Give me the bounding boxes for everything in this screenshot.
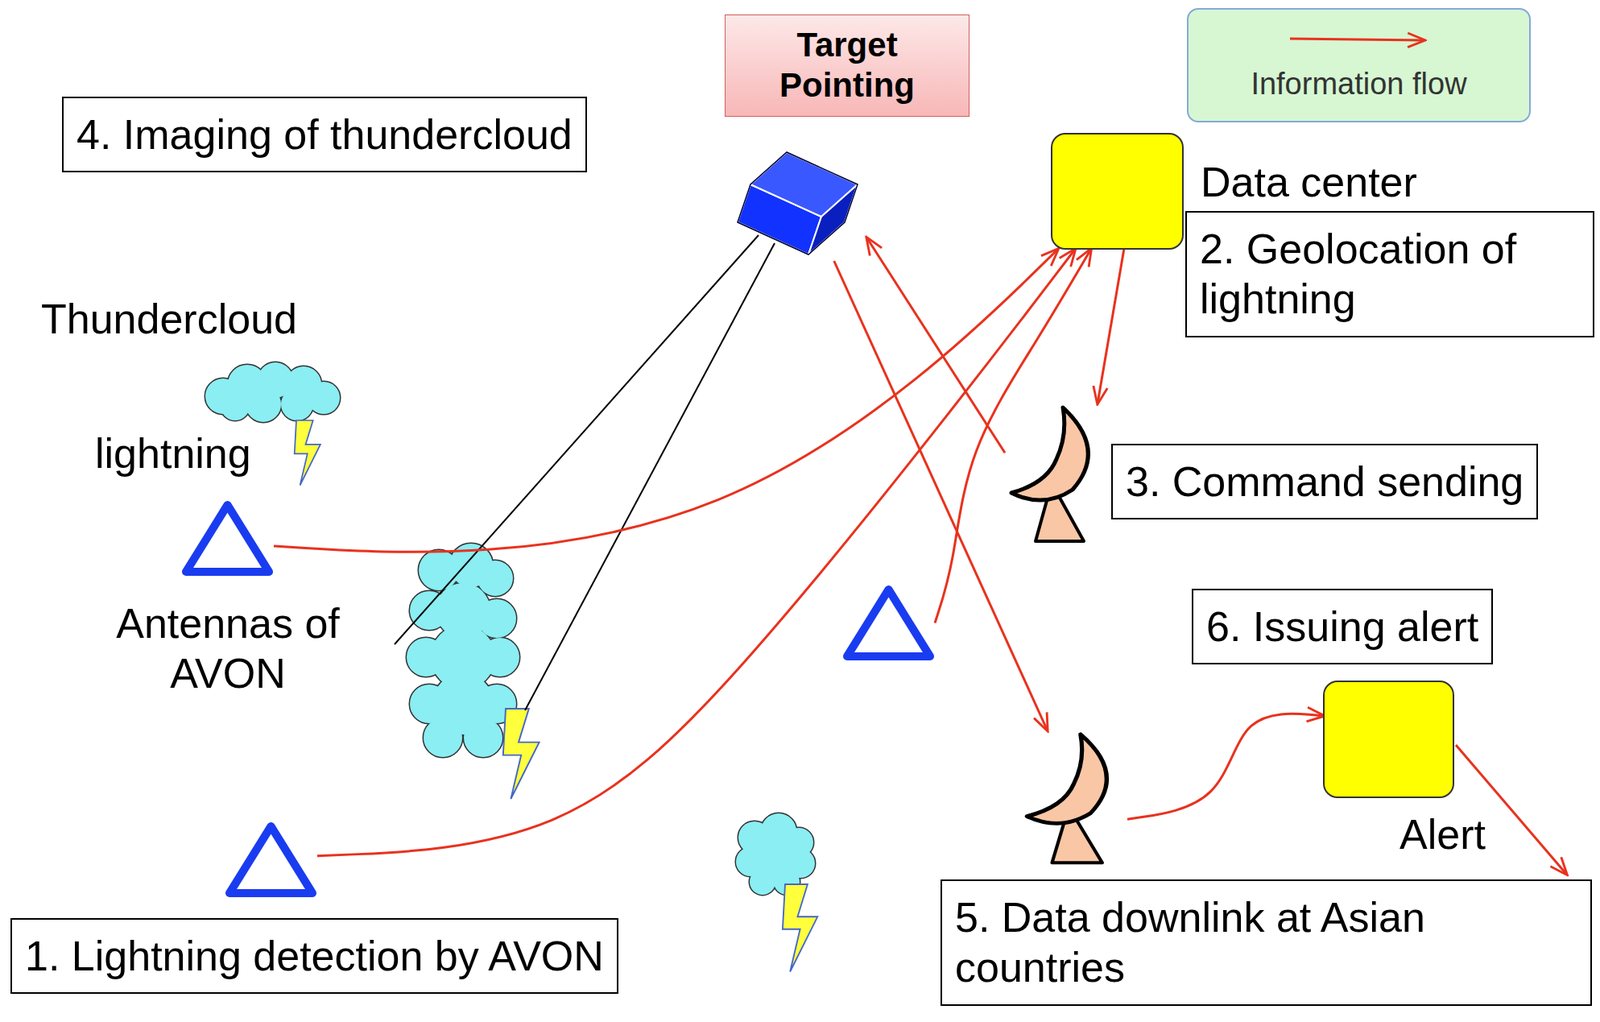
satellite-icon-shape (734, 148, 868, 261)
legend-label: Information flow (1188, 66, 1530, 104)
cloud-fill (735, 813, 815, 895)
field-of-view-line (394, 235, 759, 645)
antenna-triangle-shape (224, 821, 318, 898)
ground-station-dish-shape (1020, 729, 1128, 868)
dish-group (1011, 407, 1088, 542)
field-of-view-line (525, 243, 775, 711)
dish-group (1026, 734, 1107, 863)
ground-station-dish (1004, 402, 1109, 546)
information-flow-arrow (273, 249, 1058, 552)
step-box: 5. Data downlink at Asian countries (940, 879, 1592, 1006)
lightning-bolt (503, 708, 540, 799)
lightning-bolt (294, 420, 321, 486)
cloud-fill (205, 362, 340, 422)
annotation-label: lightning (95, 428, 252, 479)
legend-row: Information flow (1188, 9, 1530, 104)
node-label: 2. Geolocation of lightning (1199, 223, 1580, 325)
lightning-bolt (782, 884, 818, 972)
information-flow-arrow (1097, 249, 1125, 403)
alert-box: Alert (1322, 680, 1455, 798)
thundercloud-bottom (735, 813, 818, 972)
node-label: 5. Data downlink at Asian countries (955, 892, 1578, 993)
information-flow-arrow (1127, 713, 1323, 819)
legend-box: Information flow (1186, 8, 1531, 123)
step-box: 6. Issuing alert (1191, 588, 1493, 665)
step-box: 3. Command sending (1111, 443, 1538, 520)
thundercloud-large (406, 543, 540, 799)
antenna-triangle-shape (842, 584, 935, 662)
dish-reflector (1026, 734, 1107, 824)
triangle-outline (229, 826, 313, 894)
information-flow-arrow (867, 238, 1005, 453)
cloud-outline (205, 362, 340, 422)
information-flow-arrow (934, 249, 1092, 624)
node-label: Alert (1399, 809, 1486, 860)
cube-side (808, 184, 858, 255)
antenna-triangle (224, 821, 318, 898)
legend-arrow-line (1289, 38, 1424, 41)
node-label: 3. Command sending (1125, 456, 1524, 507)
cloud-outline (406, 543, 520, 757)
node-label: 4. Imaging of thundercloud (76, 109, 573, 160)
node-label: 6. Issuing alert (1206, 601, 1479, 652)
triangle-outline (186, 504, 269, 572)
target-pointing-box: Target Pointing (724, 14, 970, 117)
annotation-label: Thundercloud (41, 293, 298, 344)
step-box: 2. Geolocation of lightning (1185, 210, 1595, 338)
node-label: Target Pointing (733, 24, 961, 107)
information-flow-arrow (317, 249, 1075, 856)
node-label: Antennas of AVON (90, 598, 365, 699)
satellite-icon (734, 148, 868, 261)
legend-arrow-sample (1286, 24, 1432, 57)
cube-outline (737, 152, 858, 255)
antenna-triangle: Antennas of AVON (181, 500, 274, 577)
cloud-outline (735, 813, 815, 895)
data-center-box: Data center (1050, 132, 1184, 250)
node-label: Data center (1200, 157, 1418, 207)
step-box: 1. Lightning detection by AVON (10, 917, 619, 994)
dish-reflector (1011, 407, 1088, 501)
node-label: 1. Lightning detection by AVON (24, 930, 604, 981)
antenna-triangle (842, 584, 935, 662)
ground-station-dish-shape (1004, 402, 1109, 546)
antenna-triangle-shape (181, 500, 274, 577)
step-box: 4. Imaging of thundercloud (62, 96, 588, 173)
ground-station-dish (1020, 729, 1128, 868)
cloud-fill (406, 543, 520, 757)
triangle-outline (847, 589, 931, 657)
